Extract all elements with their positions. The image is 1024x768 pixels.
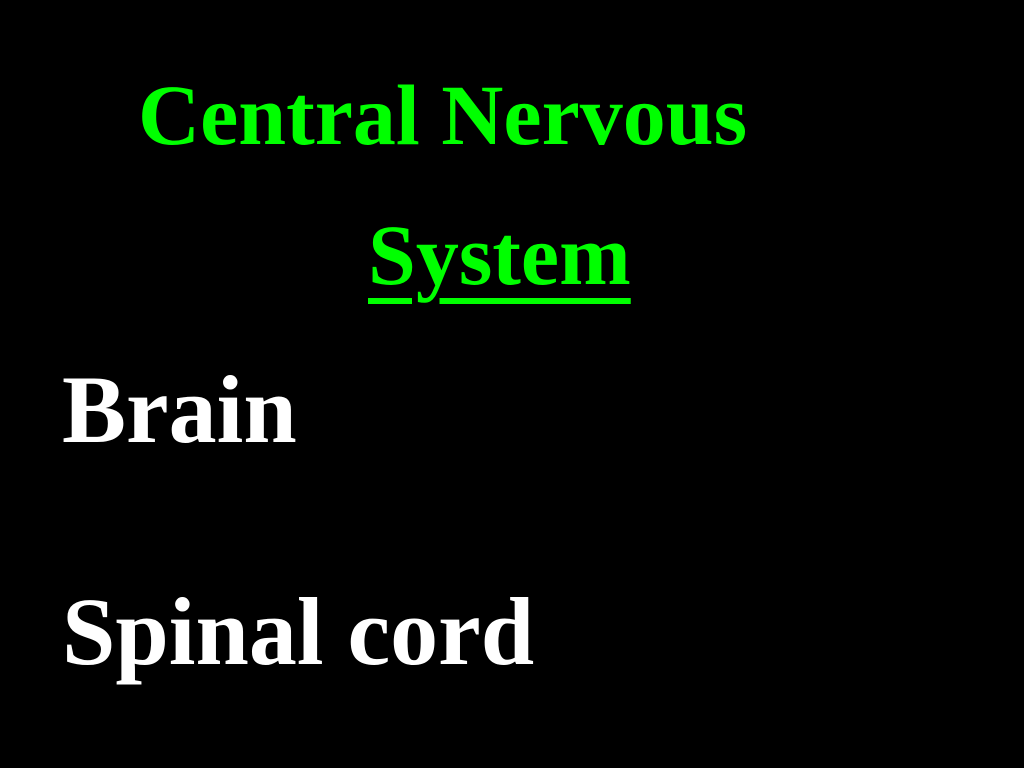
list-item-brain: Brain bbox=[62, 356, 297, 463]
list-item-spinal-cord: Spinal cord bbox=[62, 578, 535, 685]
slide-title-line-2: System bbox=[368, 207, 631, 303]
slide-title-line-1: Central Nervous bbox=[138, 67, 748, 163]
